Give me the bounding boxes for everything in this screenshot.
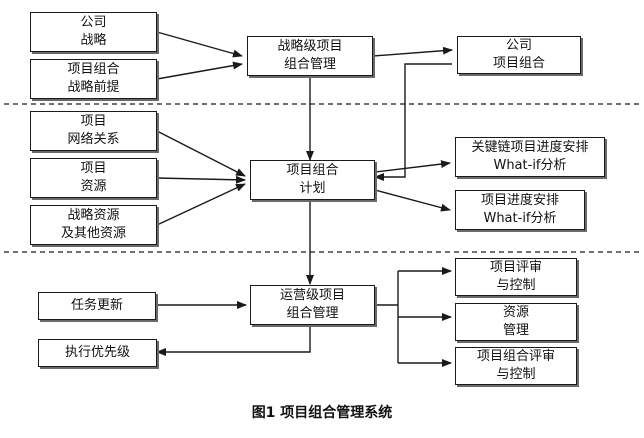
- figure-caption: 图1 项目组合管理系统: [251, 405, 393, 421]
- box-project-resources-line2: 资源: [80, 179, 107, 194]
- arrow-company-portfolio-to-plan: [374, 63, 452, 181]
- box-portfolio-premise-line1: 项目组合: [67, 62, 120, 77]
- box-resource-mgmt-line1: 资源: [502, 305, 529, 320]
- box-portfolio-plan-line2: 计划: [299, 181, 326, 196]
- box-project-resources-line1: 项目: [80, 161, 107, 176]
- box-project-review-line1: 项目评审: [489, 260, 542, 275]
- box-critical-chain: 关键链项目进度安排 What-if分析: [455, 137, 605, 177]
- box-company-portfolio: 公司 项目组合: [457, 36, 581, 74]
- box-project-schedule: 项目进度安排 What-if分析: [455, 190, 585, 230]
- box-project-network-line2: 网络关系: [67, 132, 120, 147]
- arrow-strategic-resources-to-plan: [156, 183, 246, 226]
- arrow-network-to-plan: [156, 130, 246, 177]
- box-portfolio-plan-line1: 项目组合: [286, 163, 339, 178]
- box-operational-portfolio-mgmt-line1: 运营级项目: [279, 288, 345, 303]
- box-company-portfolio-line2: 项目组合: [492, 56, 545, 71]
- box-portfolio-review-line1: 项目组合评审: [476, 349, 555, 364]
- box-project-schedule-line2: What-if分析: [483, 211, 557, 226]
- box-project-review-line2: 与控制: [496, 278, 536, 293]
- box-strategic-portfolio-mgmt: 战略级项目 组合管理: [247, 36, 373, 76]
- box-task-update: 任务更新: [38, 292, 156, 320]
- arrow-strategic-to-company-portfolio: [372, 46, 453, 57]
- box-task-update-label: 任务更新: [70, 298, 123, 313]
- box-operational-portfolio-mgmt: 运营级项目 组合管理: [250, 285, 375, 325]
- arrow-strategy-to-strategic: [156, 31, 243, 58]
- arrow-premise-to-strategic: [156, 61, 243, 80]
- box-company-strategy: 公司 战略: [30, 12, 157, 52]
- box-operational-portfolio-mgmt-line2: 组合管理: [286, 306, 339, 321]
- box-strategic-resources-line2: 及其他资源: [60, 226, 126, 241]
- box-strategic-resources-line1: 战略资源: [67, 208, 120, 223]
- box-strategic-resources: 战略资源 及其他资源: [30, 205, 157, 245]
- arrow-resources-to-plan: [156, 175, 246, 184]
- box-project-network: 项目 网络关系: [30, 111, 157, 151]
- box-portfolio-premise-line2: 战略前提: [67, 80, 120, 95]
- box-critical-chain-line1: 关键链项目进度安排: [471, 140, 589, 155]
- box-critical-chain-line2: What-if分析: [493, 158, 567, 173]
- box-project-network-line1: 项目: [80, 114, 107, 129]
- box-strategic-portfolio-mgmt-line1: 战略级项目: [277, 39, 343, 54]
- box-project-schedule-line1: 项目进度安排: [480, 193, 559, 208]
- box-company-strategy-line1: 公司: [80, 15, 107, 30]
- box-portfolio-premise: 项目组合 战略前提: [30, 59, 157, 99]
- box-portfolio-review: 项目组合评审 与控制: [455, 347, 577, 385]
- box-project-resources: 项目 资源: [30, 158, 157, 198]
- box-resource-mgmt-line2: 管理: [502, 323, 529, 338]
- box-strategic-portfolio-mgmt-line2: 组合管理: [283, 57, 336, 72]
- box-project-review: 项目评审 与控制: [455, 258, 577, 296]
- arrow-plan-to-schedule: [374, 189, 451, 212]
- box-portfolio-review-line2: 与控制: [496, 367, 536, 382]
- box-portfolio-plan: 项目组合 计划: [250, 160, 375, 200]
- arrow-operational-to-priority: [156, 325, 311, 356]
- box-resource-mgmt: 资源 管理: [455, 303, 577, 341]
- box-exec-priority: 执行优先级: [38, 339, 157, 367]
- arrow-plan-to-critical-chain: [374, 160, 451, 173]
- box-company-portfolio-line1: 公司: [505, 38, 532, 53]
- box-company-strategy-line2: 战略: [80, 33, 107, 48]
- box-exec-priority-label: 执行优先级: [64, 345, 130, 360]
